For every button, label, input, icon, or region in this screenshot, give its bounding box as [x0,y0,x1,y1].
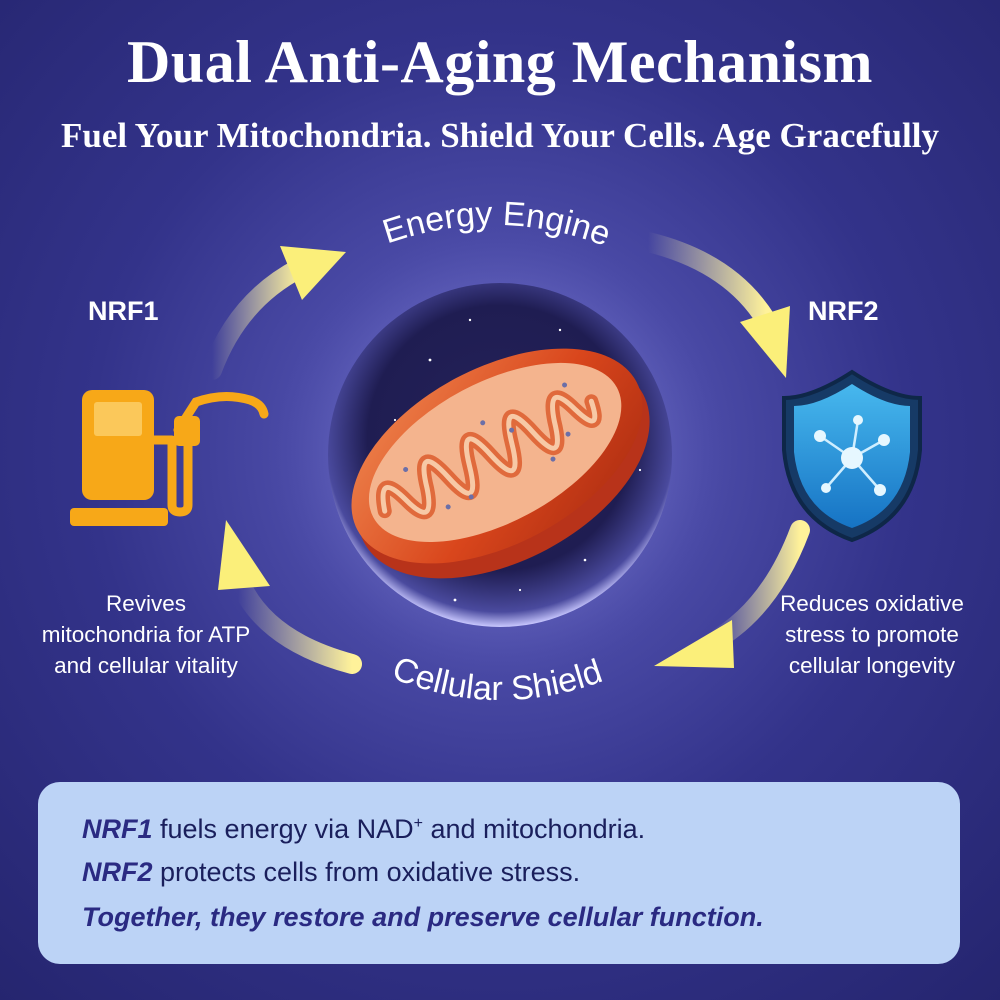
arrow-up-left [202,246,346,380]
nrf1-desc-line: mitochondria for ATP [41,622,251,647]
summary-superscript: + [413,815,423,832]
nrf2-label: NRF2 [808,296,879,326]
nrf1-label: NRF1 [88,296,159,326]
summary-text: protects cells from oxidative stress. [152,857,581,887]
summary-term-nrf1: NRF1 [82,814,153,844]
summary-box: NRF1 fuels energy via NAD+ and mitochond… [38,782,960,964]
nrf2-desc-line: cellular longevity [788,653,956,678]
arrow-bottom-right [654,520,810,668]
summary-line-nrf2: NRF2 protects cells from oxidative stres… [82,857,580,888]
summary-term-nrf2: NRF2 [82,857,153,887]
summary-text: and mitochondria. [422,814,646,844]
arrow-bottom-left [218,520,362,674]
mitochondrion-icon [351,348,650,579]
nrf2-desc-line: stress to promote [785,622,959,647]
arrow-top-right [638,232,790,378]
cycle-arrows [202,232,810,674]
nrf1-desc-line: Revives [105,591,187,616]
nrf1-description: Revives mitochondria for ATP and cellula… [0,588,292,681]
summary-line-nrf1: NRF1 fuels energy via NAD+ and mitochond… [82,814,645,845]
shield-molecule-icon [782,369,922,543]
summary-text: fuels energy via NAD [152,814,414,844]
page-title: Dual Anti-Aging Mechanism [127,29,873,95]
summary-conclusion: Together, they restore and preserve cell… [82,902,764,932]
nrf1-desc-line: and cellular vitality [54,653,238,678]
page-subtitle: Fuel Your Mitochondria. Shield Your Cell… [61,116,939,155]
nrf2-desc-line: Reduces oxidative [780,591,964,616]
nrf2-description: Reduces oxidative stress to promote cell… [744,588,1000,681]
fuel-pump-icon [70,390,269,526]
